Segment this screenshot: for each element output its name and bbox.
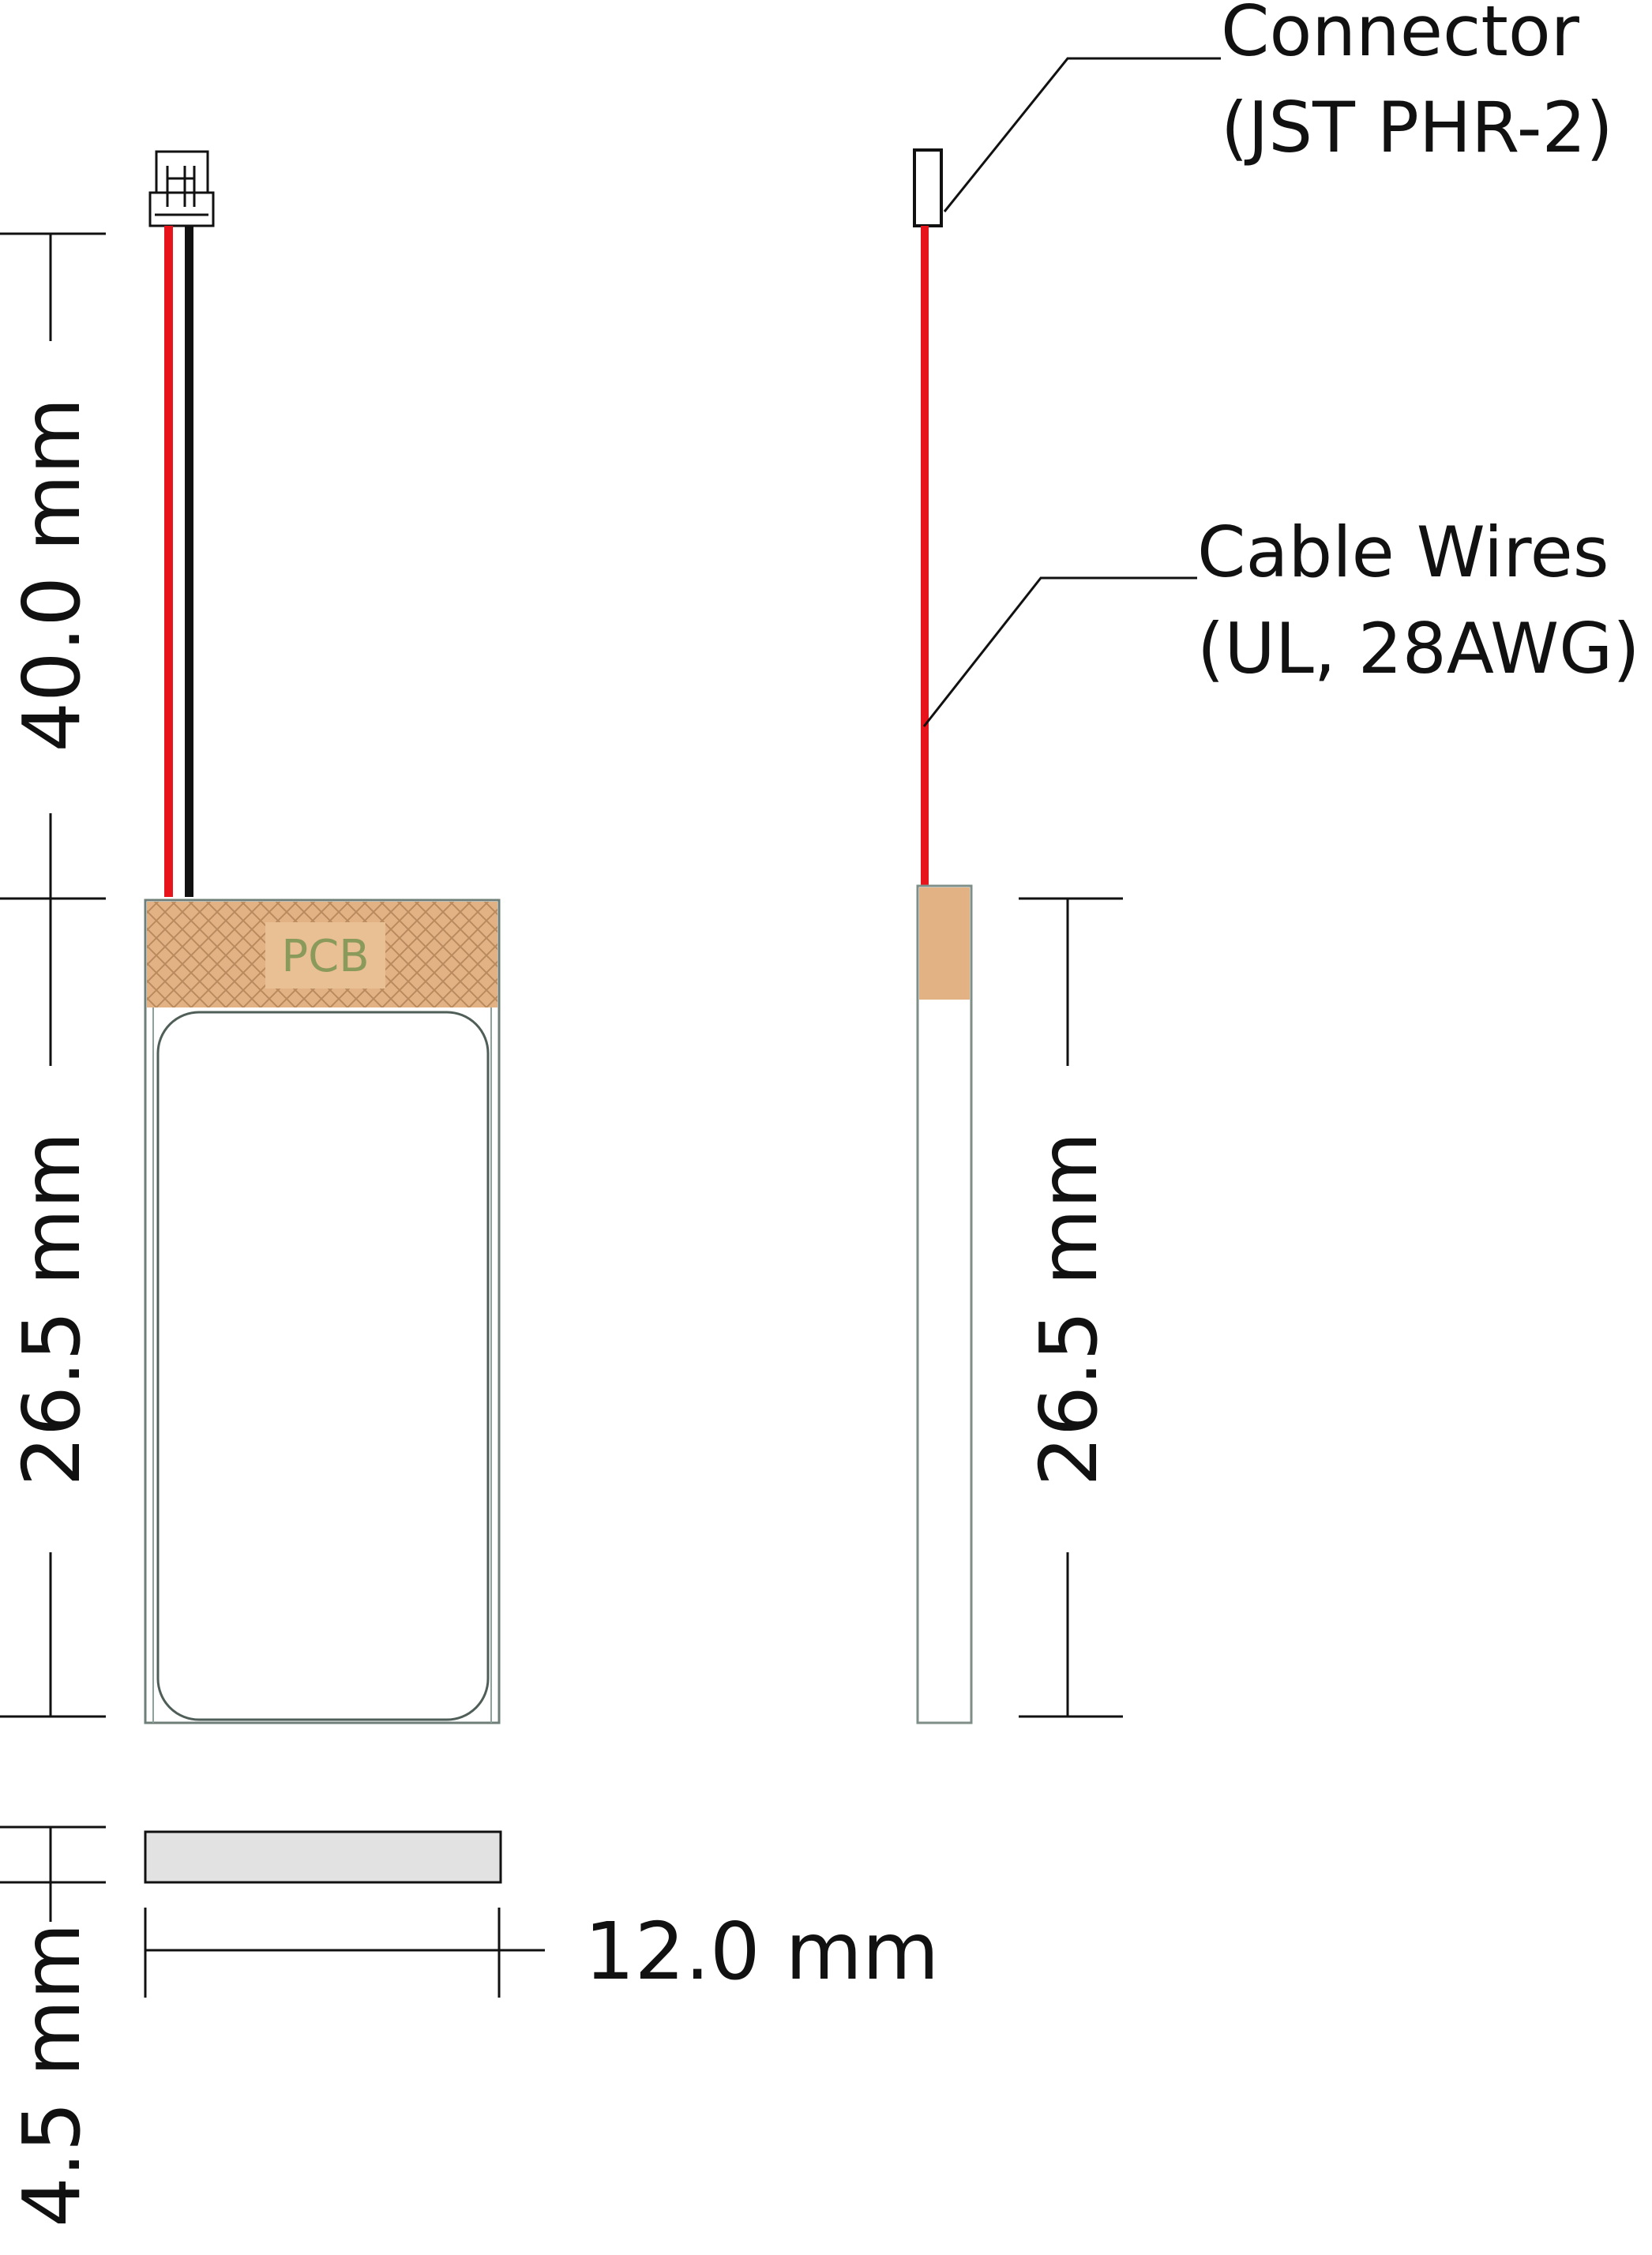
cable-callout: Cable Wires (UL, 28AWG) <box>922 512 1640 727</box>
pcb-side <box>919 887 970 1000</box>
pcb-region: PCB <box>147 902 497 1007</box>
cell-body-side <box>916 884 973 1724</box>
red-wire-side <box>921 226 929 887</box>
connector-callout: Connector (JST PHR-2) <box>943 0 1613 212</box>
dimension-thickness <box>0 1825 106 1922</box>
dimension-cell-length-front <box>0 899 106 1718</box>
width-label: 12.0 mm <box>584 1905 939 1998</box>
connector-title: Connector <box>1221 0 1580 72</box>
pcb-label: PCB <box>281 931 369 982</box>
front-view: PCB <box>144 150 501 1724</box>
red-wire-front <box>164 226 173 897</box>
connector-front <box>148 150 215 227</box>
dimension-lead-length <box>0 232 106 900</box>
dimension-cell-length-side <box>1019 897 1123 1718</box>
thickness-label: 4.5 mm <box>6 1923 98 2227</box>
cell-length-side-label: 26.5 mm <box>1023 1131 1115 1486</box>
dimension-width <box>144 1908 545 1998</box>
cable-title: Cable Wires <box>1197 512 1609 593</box>
connector-side <box>913 148 943 227</box>
lead-length-label: 40.0 mm <box>6 397 98 752</box>
cell-body-front <box>144 899 501 1724</box>
black-wire-front <box>185 226 193 897</box>
side-view <box>913 148 973 1724</box>
cell-length-front-label: 26.5 mm <box>6 1131 98 1486</box>
connector-spec: (JST PHR-2) <box>1221 87 1613 168</box>
top-view-profile <box>144 1830 502 1884</box>
cable-spec: (UL, 28AWG) <box>1197 608 1640 689</box>
